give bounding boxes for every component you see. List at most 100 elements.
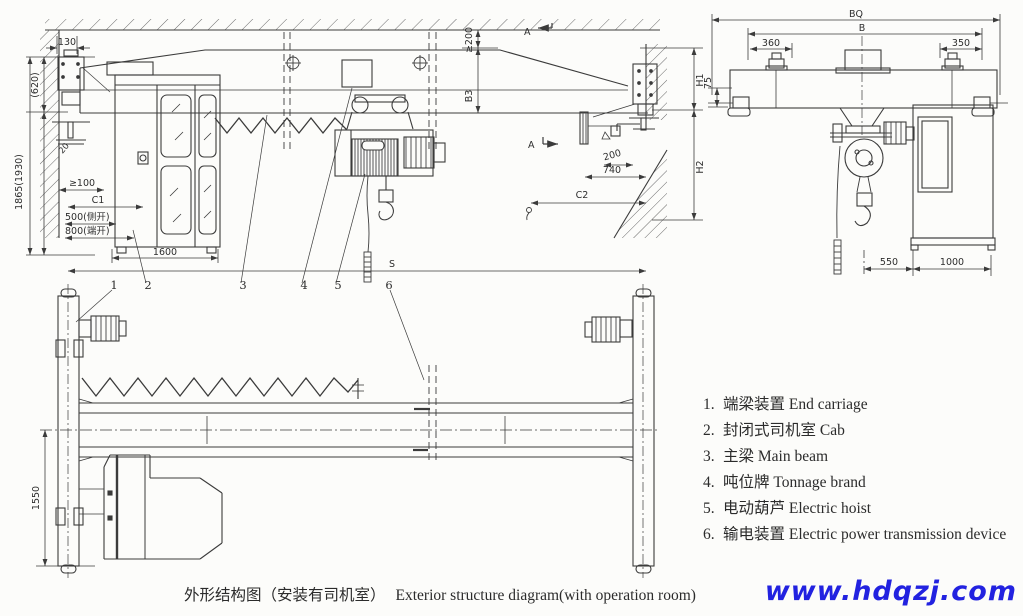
electric-hoist-side <box>334 94 446 221</box>
dim-c1: C1 <box>92 195 105 206</box>
legend-item-en: Cab <box>819 422 845 439</box>
dim-h2: H2 <box>695 160 706 173</box>
corner-wheel-left <box>708 96 751 117</box>
power-transmission-plan <box>413 365 437 463</box>
legend-item-en: Electric hoist <box>788 500 872 517</box>
legend-item-zh: 端梁装置 <box>723 396 786 413</box>
cab-window <box>160 165 192 235</box>
right-wall-hatch <box>613 44 668 239</box>
legend-item-en: End carriage <box>788 396 868 413</box>
legend-item-zh: 吨位牌 <box>723 474 770 491</box>
cab-plan <box>79 454 223 560</box>
caption-english: Exterior structure diagram(with operatio… <box>395 587 696 604</box>
hook-end-view <box>854 205 871 227</box>
dim-620: (620) <box>30 72 41 98</box>
corner-wheel-right <box>971 96 1008 117</box>
dim-200: 200 <box>602 148 622 164</box>
drawing-caption: 外形结构图（安装有司机室） Exterior structure diagram(… <box>184 583 696 605</box>
dim-ge200: ≥200 <box>464 27 475 53</box>
part-callout-6: 6 <box>385 278 392 292</box>
legend-item-number: 1. <box>703 396 715 413</box>
legend-item-zh: 主梁 <box>723 448 755 465</box>
part-callout-3: 3 <box>239 278 246 292</box>
wheel-unit-top-left <box>765 52 788 71</box>
festoon-wire-plan <box>81 376 364 399</box>
festoon-wire-side <box>214 116 348 135</box>
pendant-control-end-view <box>833 145 842 275</box>
legend-item-1: 1. 端梁装置 End carriage <box>703 392 1021 418</box>
main-beam-side <box>79 49 648 118</box>
legend-item-en: Electric power transmission device <box>788 526 1007 543</box>
legend-item-4: 4. 吨位牌 Tonnage brand <box>703 470 1021 496</box>
legend-item-number: 3. <box>703 448 715 465</box>
part-callout-2: 2 <box>144 278 151 292</box>
end-view: BQ B 360 350 75 550 1000 <box>703 9 1008 276</box>
electric-hoist-end-view <box>830 107 915 227</box>
legend-item-zh: 电动葫芦 <box>723 500 786 517</box>
legend-item-en: Main beam <box>757 448 829 465</box>
part-callouts: 1 2 3 4 5 6 <box>75 87 425 381</box>
plan-view: 1550 <box>31 284 660 578</box>
section-label-a: A <box>524 27 531 38</box>
bolt-symbols <box>285 55 428 71</box>
dim-550: 550 <box>880 257 898 268</box>
plan-dimensions: 1550 <box>31 430 95 567</box>
legend-item-number: 2. <box>703 422 715 439</box>
website-link[interactable]: www.hdqzj.com <box>764 576 1017 607</box>
dim-bq: BQ <box>849 9 863 20</box>
dim-800: 800(端开) <box>65 225 110 237</box>
dim-1000: 1000 <box>940 257 964 268</box>
end-carriage-right-plan <box>632 284 655 578</box>
legend-item-number: 4. <box>703 474 715 491</box>
dim-s: S <box>389 259 395 270</box>
section-label-a: A <box>528 140 535 151</box>
legend-item-zh: 输电装置 <box>723 526 786 543</box>
dim-b: B <box>859 23 866 34</box>
section-marker-a-top: A <box>524 23 553 38</box>
dim-130: 130 <box>58 37 76 48</box>
legend-item-6: 6. 输电装置 Electric power transmission devic… <box>703 522 1021 548</box>
dim-75: 75 <box>703 77 714 89</box>
part-callout-4: 4 <box>300 278 307 292</box>
side-dimensions: 130 (620) 1865(1930) 20 ≥100 C1 500(侧开) … <box>14 27 706 274</box>
cab-window <box>198 94 217 158</box>
dim-360: 360 <box>762 38 780 49</box>
cab-window <box>160 94 192 158</box>
dim-1550: 1550 <box>31 486 42 510</box>
left-wall-hatch <box>40 30 60 238</box>
main-beam-plan <box>78 398 634 462</box>
dim-350: 350 <box>952 38 970 49</box>
legend-item-2: 2.封闭式司机室 Cab <box>703 418 1021 444</box>
dim-740: 740 <box>603 165 621 176</box>
wheel-unit-top-right <box>941 52 964 71</box>
caption-chinese: 外形结构图（安装有司机室） <box>184 587 386 604</box>
section-break-lines <box>283 32 437 150</box>
dim-ge100: ≥100 <box>69 178 95 189</box>
end-view-dimensions: BQ B 360 350 75 550 1000 <box>703 9 1001 276</box>
legend-item-number: 5. <box>703 500 715 517</box>
girder-end-view <box>729 49 998 109</box>
tonnage-plate <box>341 59 373 88</box>
ceiling-hatch <box>45 19 660 31</box>
cab-side <box>106 61 221 254</box>
parts-legend: 1. 端梁装置 End carriage 2.封闭式司机室 Cab 3. 主梁 Ma… <box>703 392 1021 548</box>
legend-item-3: 3. 主梁 Main beam <box>703 444 1021 470</box>
cab-end-view <box>910 104 996 251</box>
part-callout-1: 1 <box>110 278 117 292</box>
legend-item-5: 5. 电动葫芦 Electric hoist <box>703 496 1021 522</box>
travel-motor-left <box>78 315 127 342</box>
side-elevation-view: A A 130 (620) 1865(1930) 20 ≥100 C1 500(… <box>14 19 706 381</box>
dim-b3: B3 <box>464 90 475 103</box>
travel-motor-right <box>584 316 633 343</box>
end-bracket-right <box>579 63 659 145</box>
dim-c2: C2 <box>576 190 589 201</box>
cab-window <box>198 165 217 235</box>
hoist-hook <box>378 176 394 221</box>
legend-item-number: 6. <box>703 526 715 543</box>
legend-item-en: Tonnage brand <box>773 474 866 491</box>
section-marker-a-bottom: A <box>528 137 558 151</box>
dim-h1: H1 <box>695 73 706 86</box>
cab-door-handle <box>137 151 149 165</box>
